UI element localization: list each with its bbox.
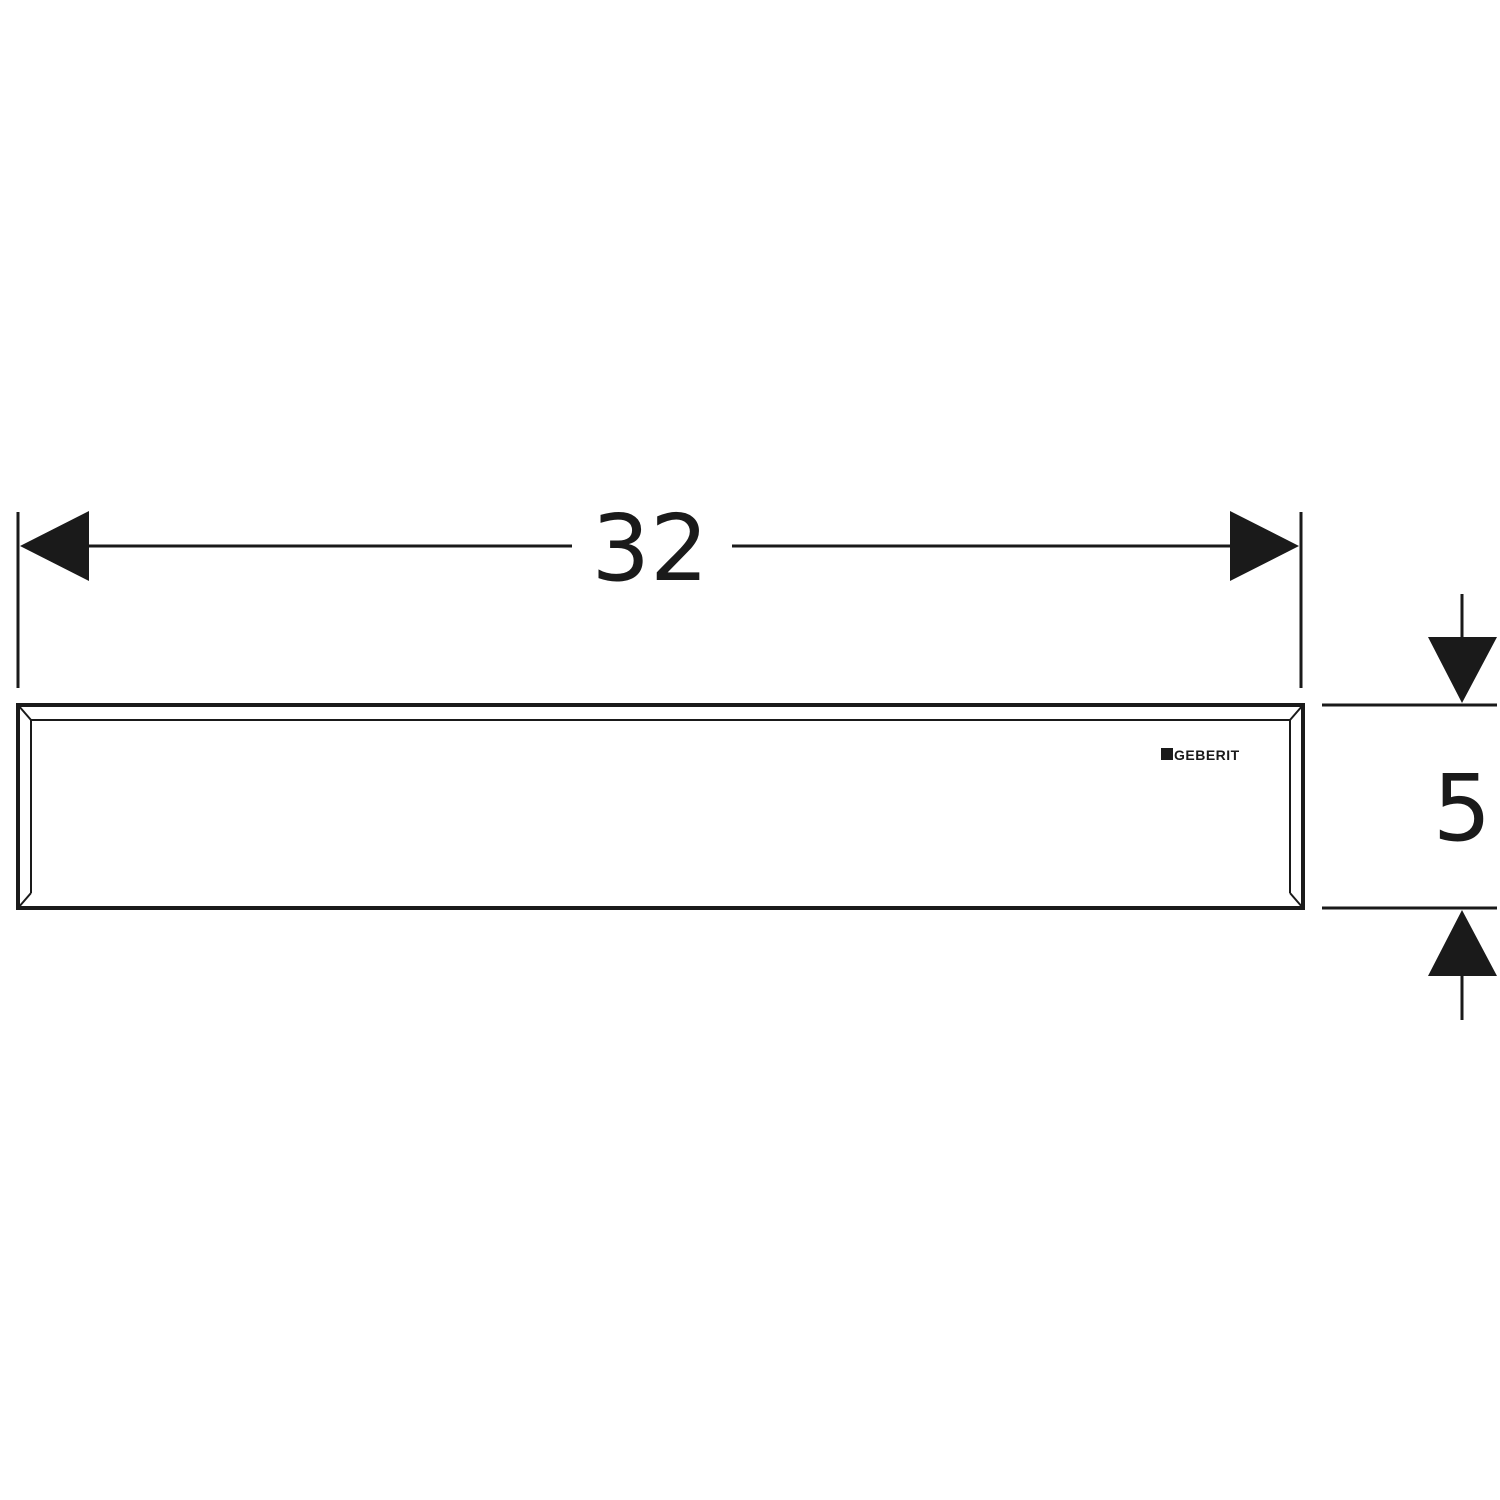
width-arrowhead-right [1230,511,1299,581]
part-bevel-outline [30,719,1291,893]
part-outline [16,703,1305,910]
width-arrowhead-left [20,511,89,581]
width-dimension-label: 32 [591,495,708,602]
height-arrowhead-top [1428,637,1497,703]
bevel-corner-top-right [1289,704,1304,721]
bevel-corner-top-left [17,704,32,721]
height-dimension-label: 5 [1433,755,1492,862]
bevel-corner-bottom-right [1289,892,1304,909]
height-arrowhead-bottom [1428,910,1497,976]
geberit-logo-mark [1161,748,1173,760]
geberit-logo: GEBERIT [1161,747,1240,763]
geberit-logo-text: GEBERIT [1174,747,1240,763]
bevel-corner-bottom-left [17,892,32,909]
